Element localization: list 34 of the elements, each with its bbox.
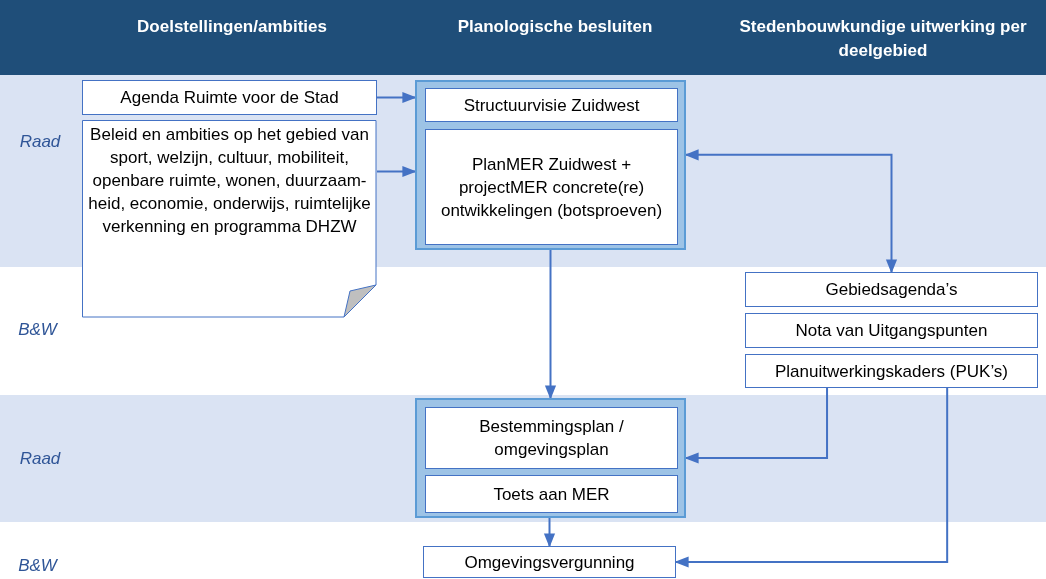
process-box xyxy=(425,88,678,122)
lane-label: Raad xyxy=(18,449,62,469)
node-text: Toets aan MER xyxy=(492,483,611,506)
node-text: Bestemmingsplan / omgevingsplan xyxy=(478,416,625,461)
arrow xyxy=(674,387,949,568)
arrow xyxy=(376,165,417,178)
node-text: Beleid en ambities op het gebied van sport, welzijn, cultuur, mobiliteit, openbare ruimte, wonen, duurzaam- heid, economie, onderwijs, ruimtelijke verkenning en programma DHZW xyxy=(87,124,372,238)
lane-label: B&W xyxy=(17,320,59,340)
node-text: PlanMER Zuidwest + projectMER concrete(re) ontwikkelingen (botsproeven) xyxy=(439,153,664,222)
process-box xyxy=(745,272,1038,307)
node-text: Structuurvisie Zuidwest xyxy=(462,94,641,117)
lane-label: B&W xyxy=(17,556,59,576)
group-frame xyxy=(415,80,686,250)
process-box xyxy=(425,129,678,245)
node-text: Agenda Ruimte voor de Stad xyxy=(119,87,340,109)
process-box xyxy=(745,354,1038,388)
process-box xyxy=(425,475,678,513)
group-frame xyxy=(415,398,686,518)
process-box xyxy=(745,313,1038,348)
lane-label: Raad xyxy=(18,132,62,152)
process-box xyxy=(425,407,678,469)
node-text: Nota van Uitgangspunten xyxy=(794,320,989,342)
arrow xyxy=(376,91,417,104)
process-box xyxy=(423,546,676,578)
node-text: Gebiedsagenda’s xyxy=(824,279,959,301)
column-header: Stedenbouwkundige uitwerking per deelgebied xyxy=(738,16,1028,62)
node-text: Omgevingsvergunning xyxy=(463,551,636,574)
node-text: Planuitwerkingskaders (PUK’s) xyxy=(773,360,1010,383)
note-box xyxy=(82,120,377,318)
arrow xyxy=(543,517,556,548)
arrow xyxy=(544,249,557,400)
process-box xyxy=(82,80,377,115)
column-header: Planologische besluiten xyxy=(456,16,654,38)
column-header: Doelstellingen/ambities xyxy=(136,16,328,38)
